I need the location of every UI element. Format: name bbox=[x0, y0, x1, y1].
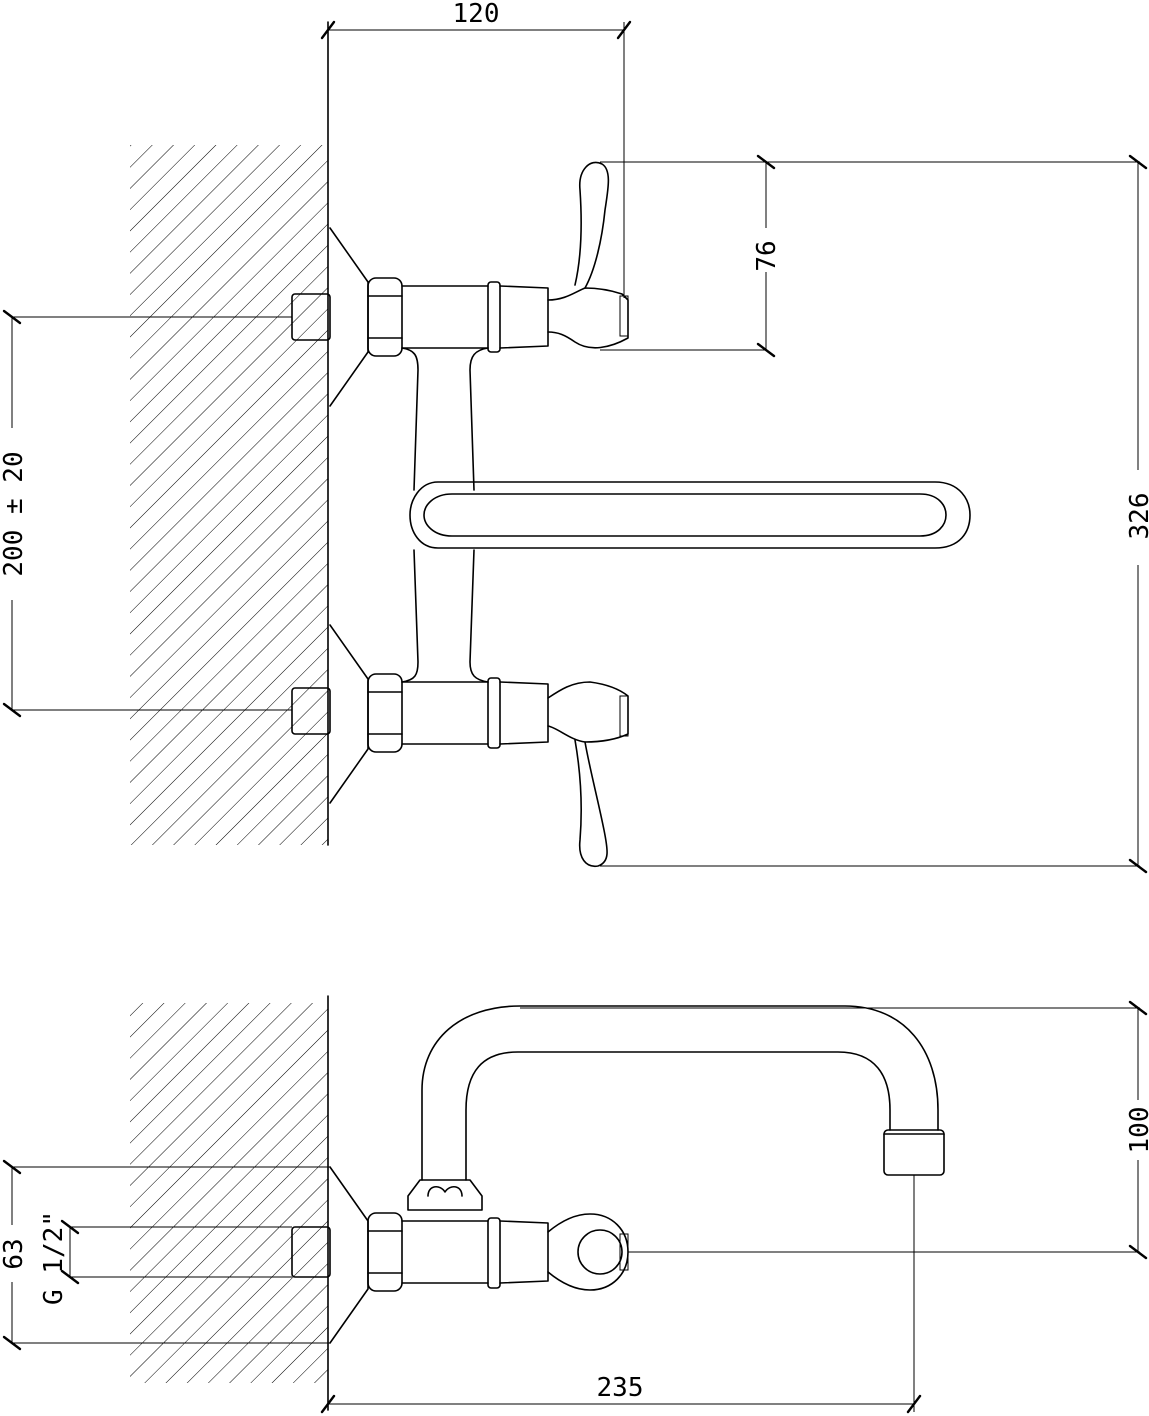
dim-label-235: 235 bbox=[597, 1373, 644, 1403]
lower-valve bbox=[291, 624, 629, 867]
dim-thread: G 1/2" bbox=[39, 1211, 292, 1305]
dim-label-63: 63 bbox=[0, 1238, 29, 1269]
mixer-body bbox=[401, 347, 971, 683]
dim-label-centers: 200 ± 20 bbox=[0, 451, 29, 576]
dim-centers: 200 ± 20 bbox=[0, 309, 292, 718]
dim-label-100: 100 bbox=[1125, 1107, 1149, 1154]
dim-width-top: 120 bbox=[320, 0, 632, 298]
dim-label-76: 76 bbox=[752, 240, 782, 271]
dim-handle-drop: 76 bbox=[600, 154, 1140, 358]
side-view bbox=[130, 995, 945, 1411]
dim-height-total: 326 bbox=[600, 154, 1149, 874]
dim-label-326: 326 bbox=[1125, 493, 1149, 540]
dim-spout-height: 100 bbox=[520, 1000, 1149, 1260]
dim-label-thread: G 1/2" bbox=[39, 1211, 69, 1305]
dim-depth: 63 bbox=[0, 1159, 330, 1351]
dim-label-120: 120 bbox=[453, 0, 500, 29]
upper-valve bbox=[291, 161, 629, 407]
top-view bbox=[130, 21, 971, 867]
dim-projection: 235 bbox=[320, 1175, 922, 1414]
wall-hatch-top bbox=[130, 145, 328, 845]
wall-hatch-side bbox=[130, 1003, 328, 1383]
